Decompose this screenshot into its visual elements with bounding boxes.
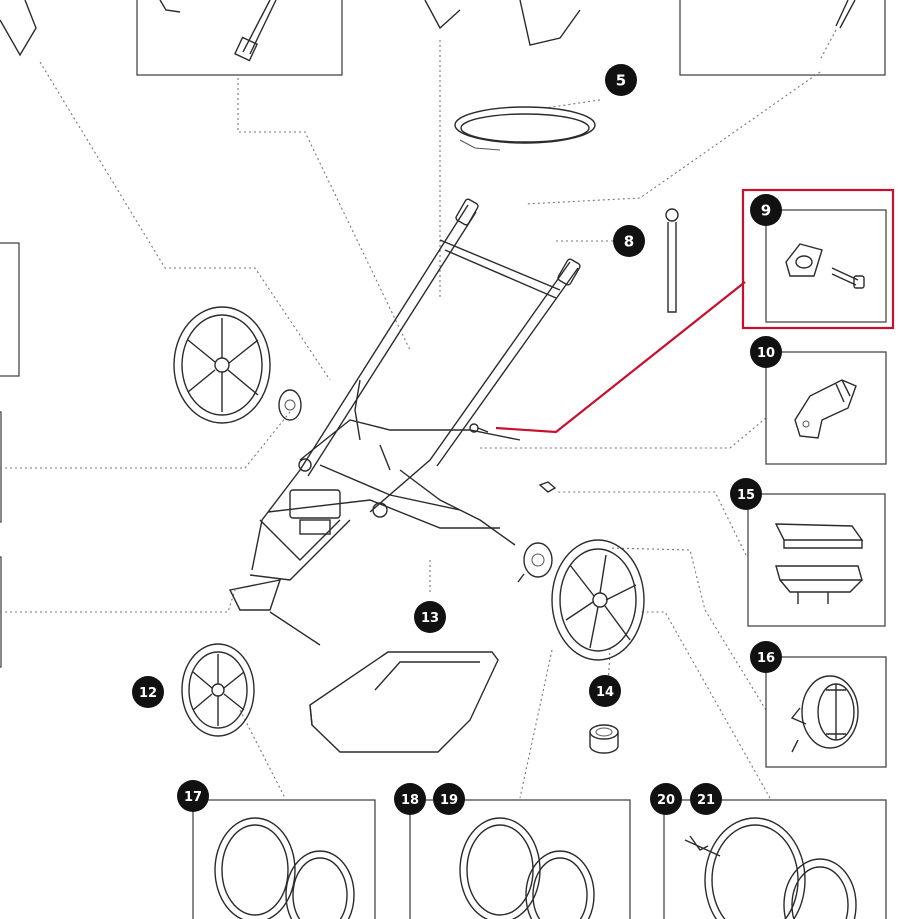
part-box-top-left [136, 0, 343, 76]
part-box-18-19 [409, 799, 631, 919]
part-badge-16: 16 [750, 641, 782, 673]
svg-text:8: 8 [624, 233, 634, 251]
part-badge-12: 12 [132, 676, 164, 708]
highlight-callout [495, 188, 895, 434]
part-badge-14: 14 [589, 675, 621, 707]
part-badge-19: 19 [433, 783, 465, 815]
part-box-left-middle [0, 411, 2, 523]
part-badge-20: 20 [650, 783, 682, 815]
part-badge-15: 15 [730, 478, 762, 510]
basket-icon [309, 651, 499, 753]
part-box-9 [765, 209, 887, 323]
svg-text:14: 14 [596, 685, 614, 700]
stroller-frame [228, 198, 581, 646]
part-badge-18: 18 [394, 783, 426, 815]
svg-text:10: 10 [757, 346, 775, 361]
side-wheel-icon [173, 306, 302, 424]
part-badge-5: 5 [605, 64, 637, 96]
strap-buckle-icon [159, 0, 277, 62]
leader-lines [0, 40, 821, 799]
hinge-bolt-icon [469, 423, 557, 493]
part-badge-10: 10 [750, 336, 782, 368]
part-badge-8: 8 [613, 225, 645, 257]
part-box-16 [765, 656, 887, 768]
svg-text:18: 18 [401, 793, 419, 808]
part-badge-21: 21 [690, 783, 722, 815]
wheel-cap-icon [589, 724, 619, 754]
highlight-leader-line [495, 281, 746, 434]
svg-text:20: 20 [657, 793, 675, 808]
highlight-box-part-9 [741, 188, 895, 330]
svg-text:16: 16 [757, 651, 775, 666]
canopy-fabric-icon [0, 0, 581, 57]
part-box-15 [747, 493, 886, 627]
svg-text:12: 12 [139, 686, 157, 701]
part-box-left-upper [0, 242, 20, 377]
svg-text:13: 13 [421, 611, 439, 626]
hub-brake-icon [790, 675, 859, 753]
tire-pair-icon [459, 817, 595, 919]
bracket-latch-icon [794, 379, 857, 439]
clip-and-screw-icon [785, 243, 865, 289]
svg-text:9: 9 [761, 202, 771, 220]
front-wheel-icon [181, 643, 255, 737]
svg-text:17: 17 [184, 790, 202, 805]
part-box-20-21 [663, 799, 887, 919]
part-box-top-right [679, 0, 886, 76]
svg-text:19: 19 [440, 793, 458, 808]
tire-icon [214, 817, 355, 919]
rear-wheel-icon [684, 817, 857, 919]
footrest-icon [774, 523, 864, 604]
rubber-band-icon [454, 106, 596, 151]
part-badge-9: 9 [750, 194, 782, 226]
pin-icon [665, 208, 679, 313]
part-badge-13: 13 [414, 601, 446, 633]
part-badge-17: 17 [177, 780, 209, 812]
part-box-17 [192, 799, 376, 919]
rear-wheel-assembly-icon [517, 539, 645, 661]
part-box-10 [765, 351, 887, 465]
svg-text:15: 15 [737, 488, 755, 503]
cable-icon [819, 0, 856, 61]
svg-text:5: 5 [616, 72, 626, 90]
svg-text:21: 21 [697, 793, 715, 808]
